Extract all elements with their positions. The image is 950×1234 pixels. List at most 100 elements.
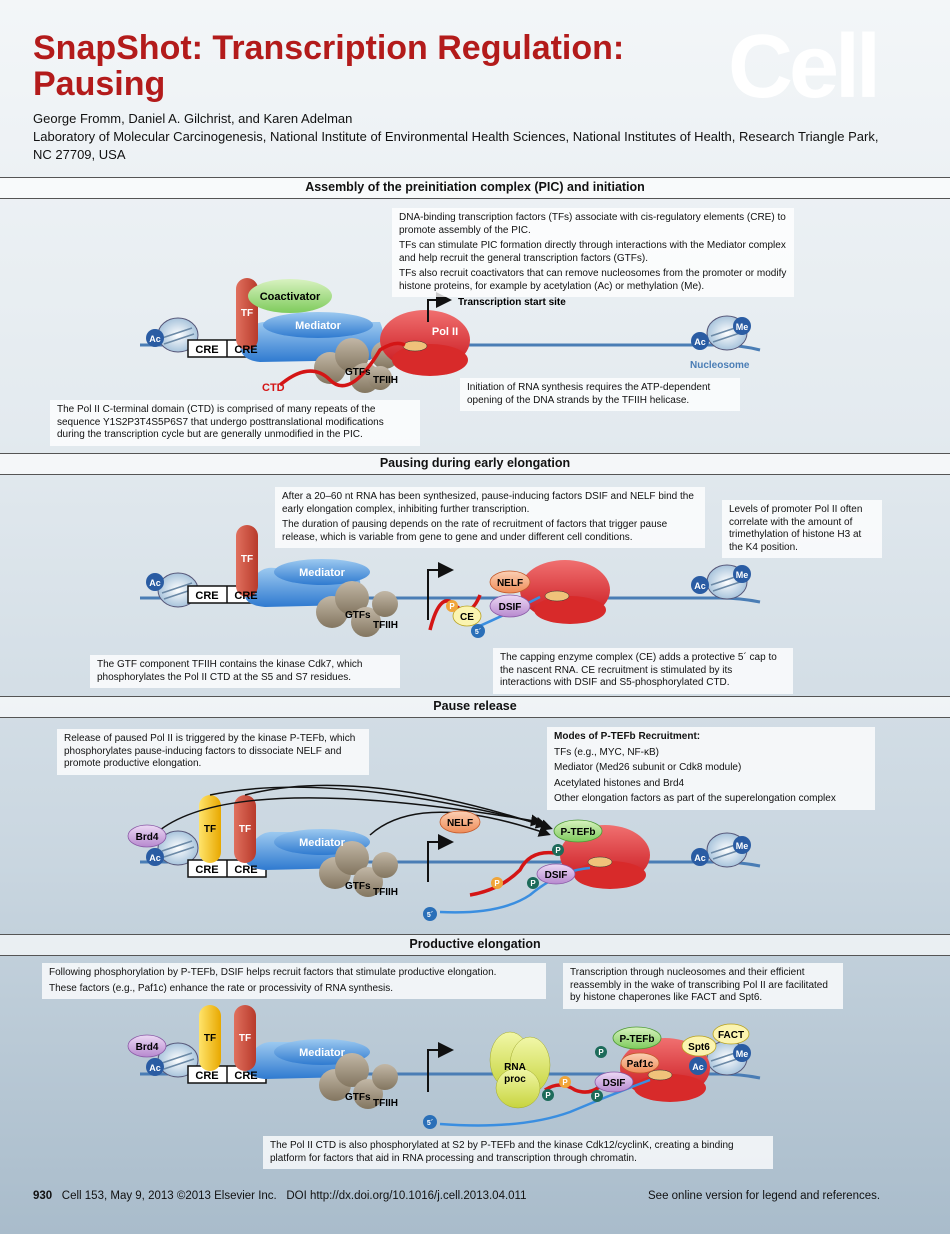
section-header-productive-elongation: Productive elongation xyxy=(0,934,950,956)
brd4-label: Brd4 xyxy=(136,832,159,843)
rna-processing-shape xyxy=(489,1031,551,1109)
five-prime-label: 5´ xyxy=(427,912,434,919)
ac-label: Ac xyxy=(149,1063,161,1073)
brd4-label: Brd4 xyxy=(136,1042,159,1053)
gtfs-label: GTFs xyxy=(345,367,371,378)
cre-label: CRE xyxy=(195,864,218,876)
rna-proc-label-2: proc xyxy=(504,1074,526,1085)
tfiih-label: TFIIH xyxy=(373,1098,398,1109)
text-tf-1: DNA-binding transcription factors (TFs) … xyxy=(399,212,786,236)
cre-label: CRE xyxy=(234,344,257,356)
title-line-2: Pausing xyxy=(33,65,166,103)
textbox-nucleosome-chaperones: Transcription through nucleosomes and th… xyxy=(563,963,843,1009)
gtfs-shape xyxy=(319,841,398,897)
textbox-ptefb-modes: Modes of P-TEFb Recruitment: TFs (e.g., … xyxy=(547,727,875,810)
mediator-label: Mediator xyxy=(299,1047,346,1059)
textbox-h3k4: Levels of promoter Pol II often correlat… xyxy=(722,500,882,558)
phospho-label: P xyxy=(562,1078,568,1087)
ptefb-mode-item: Acetylated histones and Brd4 xyxy=(554,777,685,789)
ptefb-label: P-TEFb xyxy=(620,1034,655,1045)
textbox-initiation: Initiation of RNA synthesis requires the… xyxy=(460,378,740,411)
gtfs-label: GTFs xyxy=(345,610,371,621)
phospho-label: P xyxy=(598,1048,604,1057)
phospho-label: P xyxy=(494,879,500,888)
ptefb-mode-item: TFs (e.g., MYC, NF-κB) xyxy=(554,746,659,758)
text-pause-2: The duration of pausing depends on the r… xyxy=(282,519,668,543)
ac-label: Ac xyxy=(694,853,706,863)
text-ctd: The Pol II C-terminal domain (CTD) is co… xyxy=(57,404,384,440)
recruit-arrow-mediator xyxy=(369,811,551,837)
textbox-capping: The capping enzyme complex (CE) adds a p… xyxy=(493,648,793,694)
text-h3k4: Levels of promoter Pol II often correlat… xyxy=(729,504,863,553)
pol-ii-shape xyxy=(380,310,470,376)
tfiih-label: TFIIH xyxy=(373,887,398,898)
dsif-label: DSIF xyxy=(545,870,568,881)
me-label: Me xyxy=(736,841,749,851)
textbox-tfiih-kinase: The GTF component TFIIH contains the kin… xyxy=(90,655,400,688)
section-header-pic: Assembly of the preinitiation complex (P… xyxy=(0,177,950,199)
fact-label: FACT xyxy=(718,1030,744,1041)
tf-label: TF xyxy=(241,554,253,565)
nucleosome-label: Nucleosome xyxy=(690,360,750,371)
tss-arrow xyxy=(427,292,452,322)
tf-label: TF xyxy=(204,1033,216,1044)
nucleosome-left xyxy=(157,830,199,866)
gtfs-shape xyxy=(316,581,398,637)
text-release: Release of paused Pol II is triggered by… xyxy=(64,733,356,769)
textbox-productive: Following phosphorylation by P-TEFb, DSI… xyxy=(42,963,546,999)
gtfs-label: GTFs xyxy=(345,881,371,892)
phospho-label: P xyxy=(530,879,536,888)
gtfs-shape xyxy=(319,1053,398,1109)
phospho-label: P xyxy=(449,602,455,611)
rna-proc-label-1: RNA xyxy=(504,1062,526,1073)
textbox-ctd-s2: The Pol II CTD is also phosphorylated at… xyxy=(263,1136,773,1169)
cre-label: CRE xyxy=(234,590,257,602)
ac-label: Ac xyxy=(149,334,161,344)
tfiih-label: TFIIH xyxy=(373,620,398,631)
five-prime-label: 5´ xyxy=(475,629,482,636)
page-number: 930 xyxy=(33,1190,53,1202)
tss-label: Transcription start site xyxy=(458,297,566,308)
dsif-label: DSIF xyxy=(603,1078,626,1089)
textbox-tf-assembly: DNA-binding transcription factors (TFs) … xyxy=(392,208,794,297)
panel-pausing xyxy=(140,525,761,637)
phospho-label: P xyxy=(545,1091,551,1100)
text-follow-1: Following phosphorylation by P-TEFb, DSI… xyxy=(49,967,497,978)
nelf-label: NELF xyxy=(497,578,523,589)
ce-label: CE xyxy=(460,612,474,623)
cre-label: CRE xyxy=(234,1070,257,1082)
nelf-label: NELF xyxy=(447,818,473,829)
coactivator-label: Coactivator xyxy=(260,291,321,303)
tfiih-label: TFIIH xyxy=(373,375,398,386)
ptefb-modes-heading: Modes of P-TEFb Recruitment: xyxy=(554,731,701,742)
doi-link[interactable]: DOI http://dx.doi.org/10.1016/j.cell.201… xyxy=(286,1190,527,1202)
coactivator-shape xyxy=(248,279,332,313)
footer-left: 930 Cell 153, May 9, 2013 ©2013 Elsevier… xyxy=(33,1189,527,1203)
mediator-label: Mediator xyxy=(299,567,346,579)
text-pause-1: After a 20–60 nt RNA has been synthesize… xyxy=(282,491,694,515)
page-title: SnapShot: Transcription Regulation: Paus… xyxy=(33,30,733,102)
ac-label: Ac xyxy=(694,337,706,347)
pol-ii-shape xyxy=(520,560,610,624)
ctd-label: CTD xyxy=(262,382,285,394)
tf-label: TF xyxy=(241,308,253,319)
text-follow-2: These factors (e.g., Paf1c) enhance the … xyxy=(49,982,394,994)
tf-label: TF xyxy=(239,1033,251,1044)
title-line-1: SnapShot: Transcription Regulation: xyxy=(33,29,625,67)
pol-ii-label: Pol II xyxy=(432,326,458,338)
recruit-arrow-brd4 xyxy=(159,797,543,831)
mediator-label: Mediator xyxy=(299,837,346,849)
ctd-tail xyxy=(278,341,406,388)
me-label: Me xyxy=(736,1049,749,1059)
mediator-label: Mediator xyxy=(295,320,342,332)
text-ctd-s2: The Pol II CTD is also phosphorylated at… xyxy=(270,1140,734,1164)
section-header-pausing: Pausing during early elongation xyxy=(0,453,950,475)
text-capping: The capping enzyme complex (CE) adds a p… xyxy=(500,652,777,688)
five-prime-label: 5´ xyxy=(427,1120,434,1127)
panel-productive-elongation xyxy=(140,1005,761,1127)
tf-label: TF xyxy=(239,824,251,835)
section-header-pause-release: Pause release xyxy=(0,696,950,718)
ptefb-label: P-TEFb xyxy=(561,827,596,838)
phospho-label: P xyxy=(594,1092,600,1101)
